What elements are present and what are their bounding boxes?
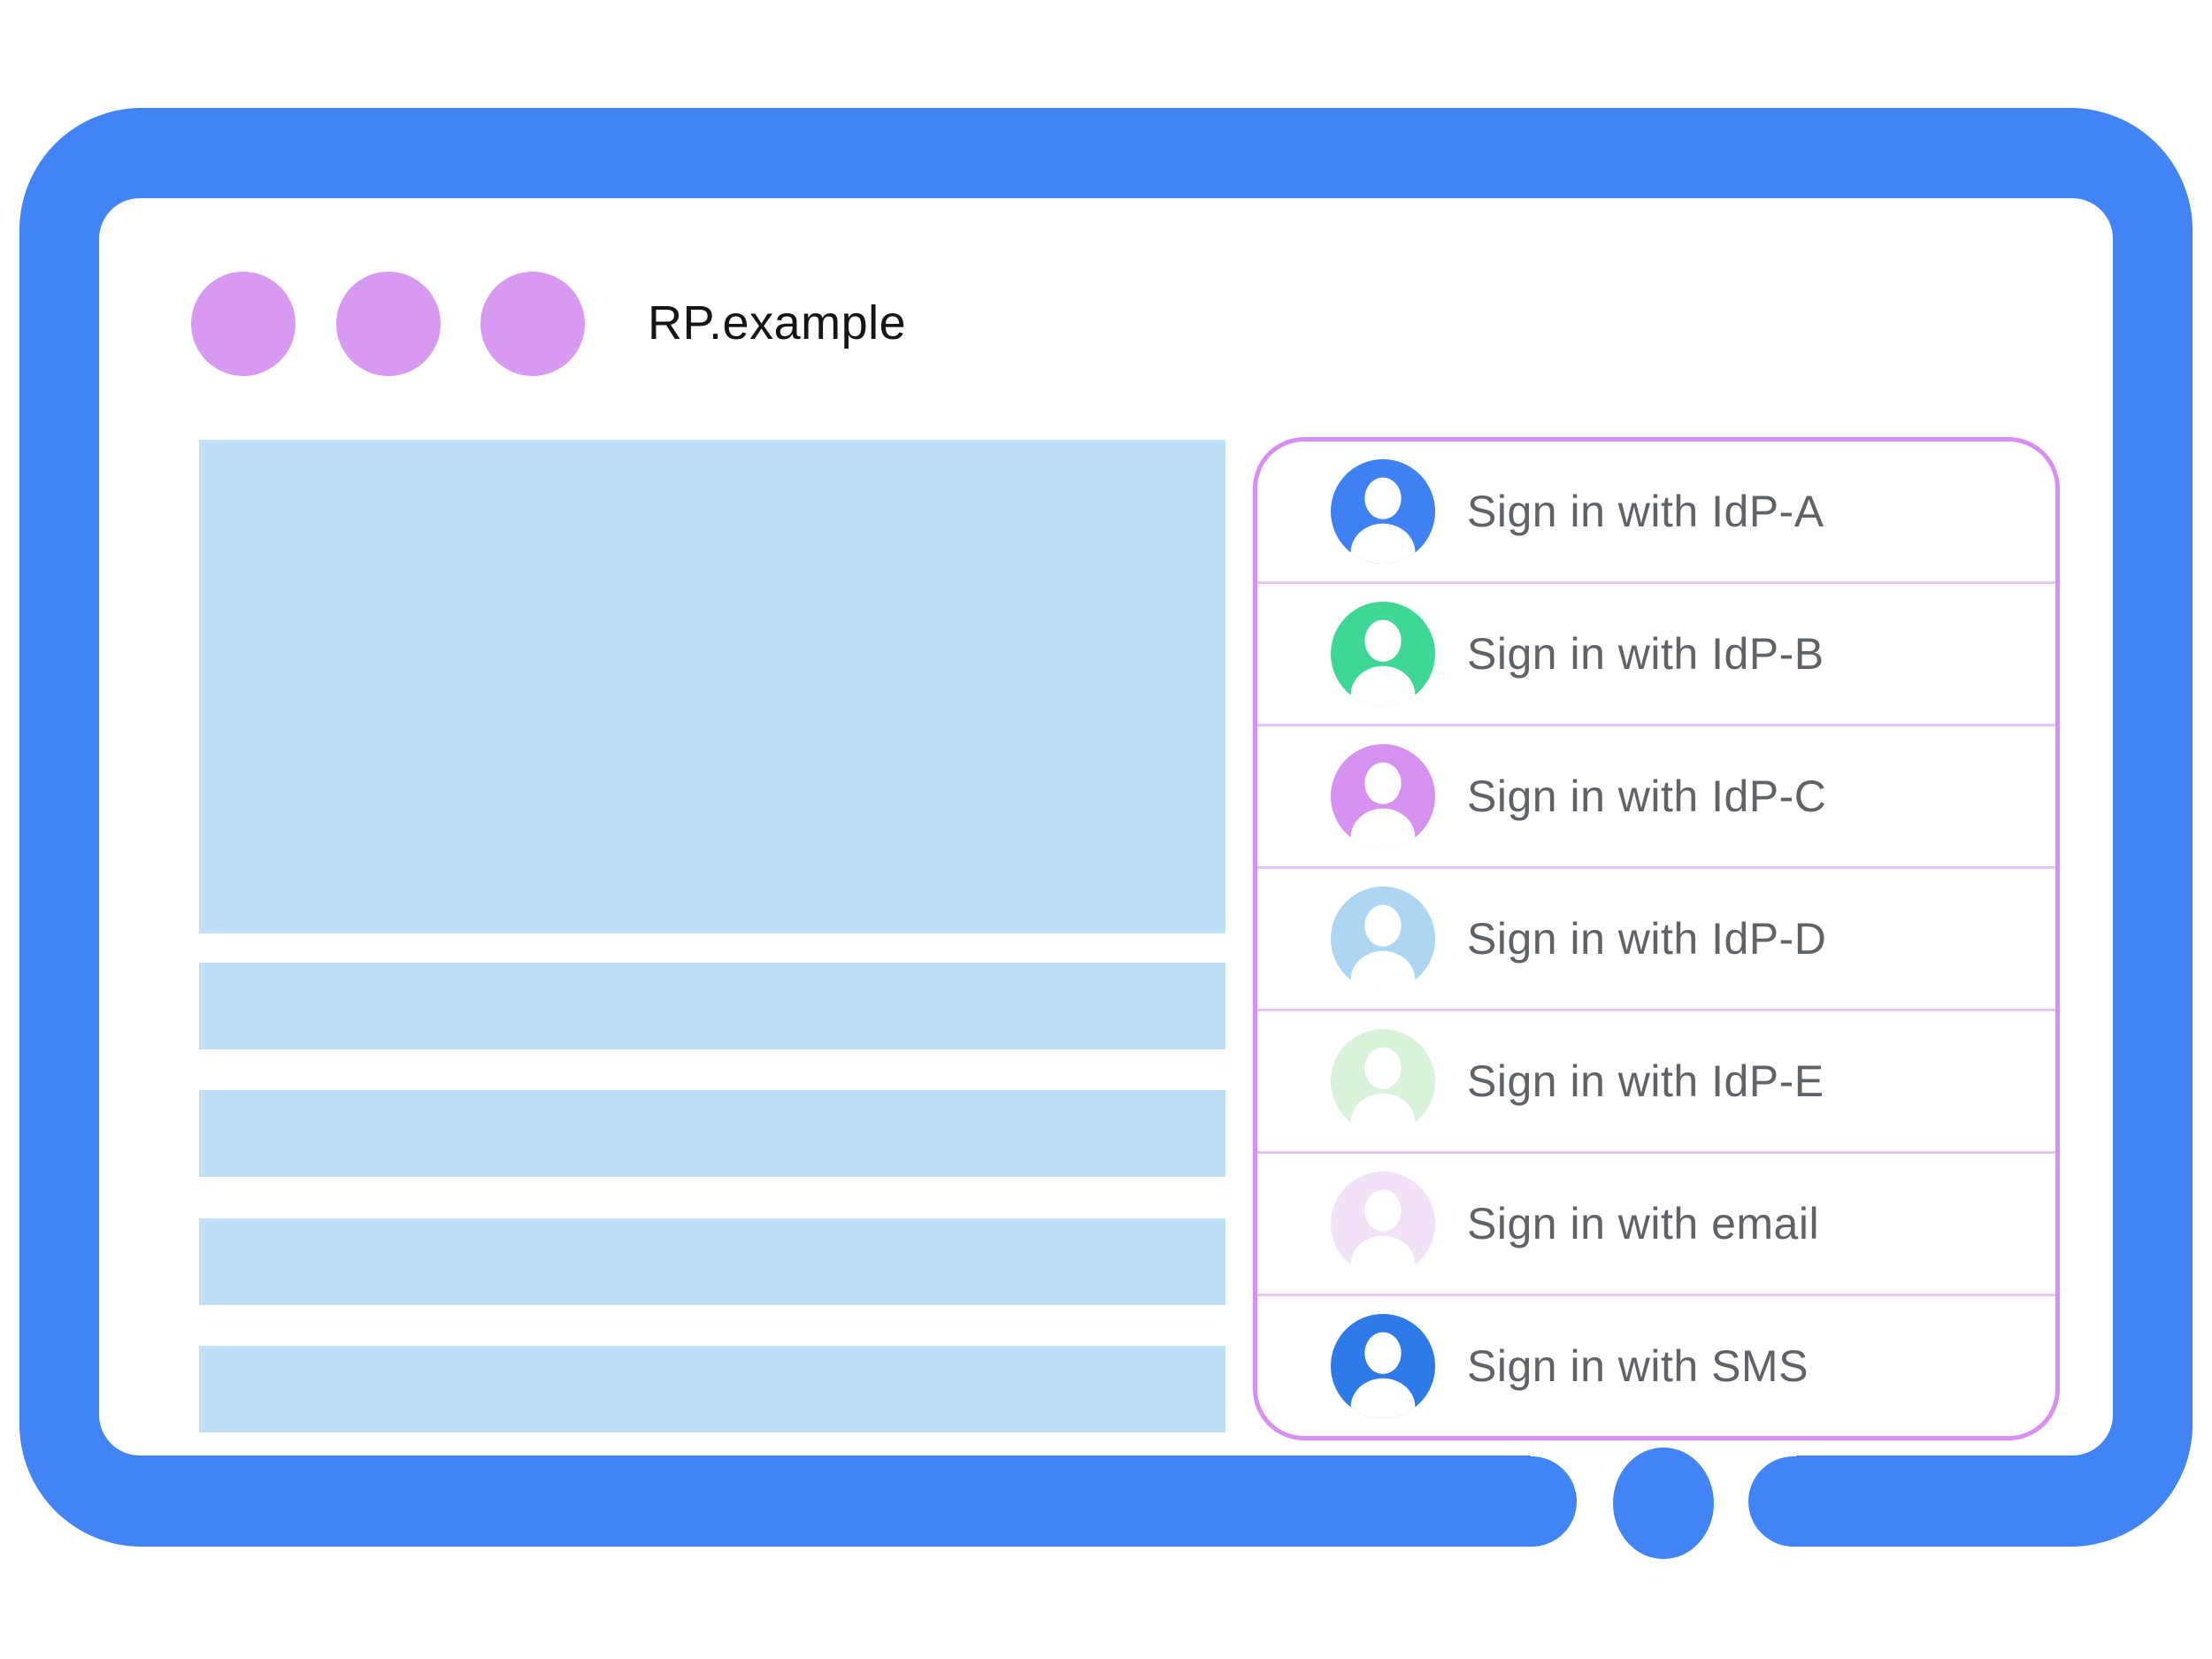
signin-option-idp-b[interactable]: Sign in with IdP-B	[1257, 584, 2055, 726]
page-title: RP.example	[648, 296, 907, 349]
signin-option-idp-d[interactable]: Sign in with IdP-D	[1257, 869, 2055, 1011]
bezel-bar-left-cap	[1432, 1456, 1577, 1547]
window-control-dot-1	[191, 272, 296, 376]
content-placeholder-line-4	[199, 1346, 1225, 1432]
home-button[interactable]	[1613, 1448, 1714, 1559]
signin-option-label: Sign in with IdP-A	[1467, 487, 1824, 536]
signin-option-label: Sign in with IdP-D	[1467, 914, 1827, 964]
content-placeholder-line-2	[199, 1090, 1225, 1177]
person-circle-icon	[1331, 602, 1435, 706]
signin-option-sms[interactable]: Sign in with SMS	[1257, 1296, 2055, 1436]
bezel-bar-right-cap	[1748, 1456, 1893, 1547]
signin-option-idp-a[interactable]: Sign in with IdP-A	[1257, 442, 2055, 584]
window-control-dot-2	[336, 272, 441, 376]
signin-option-label: Sign in with IdP-B	[1467, 629, 1824, 679]
person-circle-icon	[1331, 1171, 1435, 1276]
content-placeholder-line-3	[199, 1218, 1225, 1305]
person-circle-icon	[1331, 1314, 1435, 1418]
person-circle-icon	[1331, 744, 1435, 849]
person-circle-icon	[1331, 1029, 1435, 1133]
signin-option-label: Sign in with SMS	[1467, 1341, 1809, 1391]
window-control-dot-3	[480, 272, 585, 376]
content-placeholder-hero	[199, 440, 1225, 933]
person-circle-icon	[1331, 887, 1435, 991]
signin-panel: Sign in with IdP-A Sign in with IdP-B Si…	[1253, 437, 2060, 1440]
signin-option-label: Sign in with email	[1467, 1199, 1820, 1248]
signin-option-email[interactable]: Sign in with email	[1257, 1154, 2055, 1296]
person-circle-icon	[1331, 459, 1435, 564]
content-placeholder-line-1	[199, 963, 1225, 1049]
signin-option-idp-c[interactable]: Sign in with IdP-C	[1257, 726, 2055, 869]
signin-option-label: Sign in with IdP-C	[1467, 772, 1827, 821]
signin-option-label: Sign in with IdP-E	[1467, 1056, 1824, 1106]
signin-option-idp-e[interactable]: Sign in with IdP-E	[1257, 1011, 2055, 1154]
